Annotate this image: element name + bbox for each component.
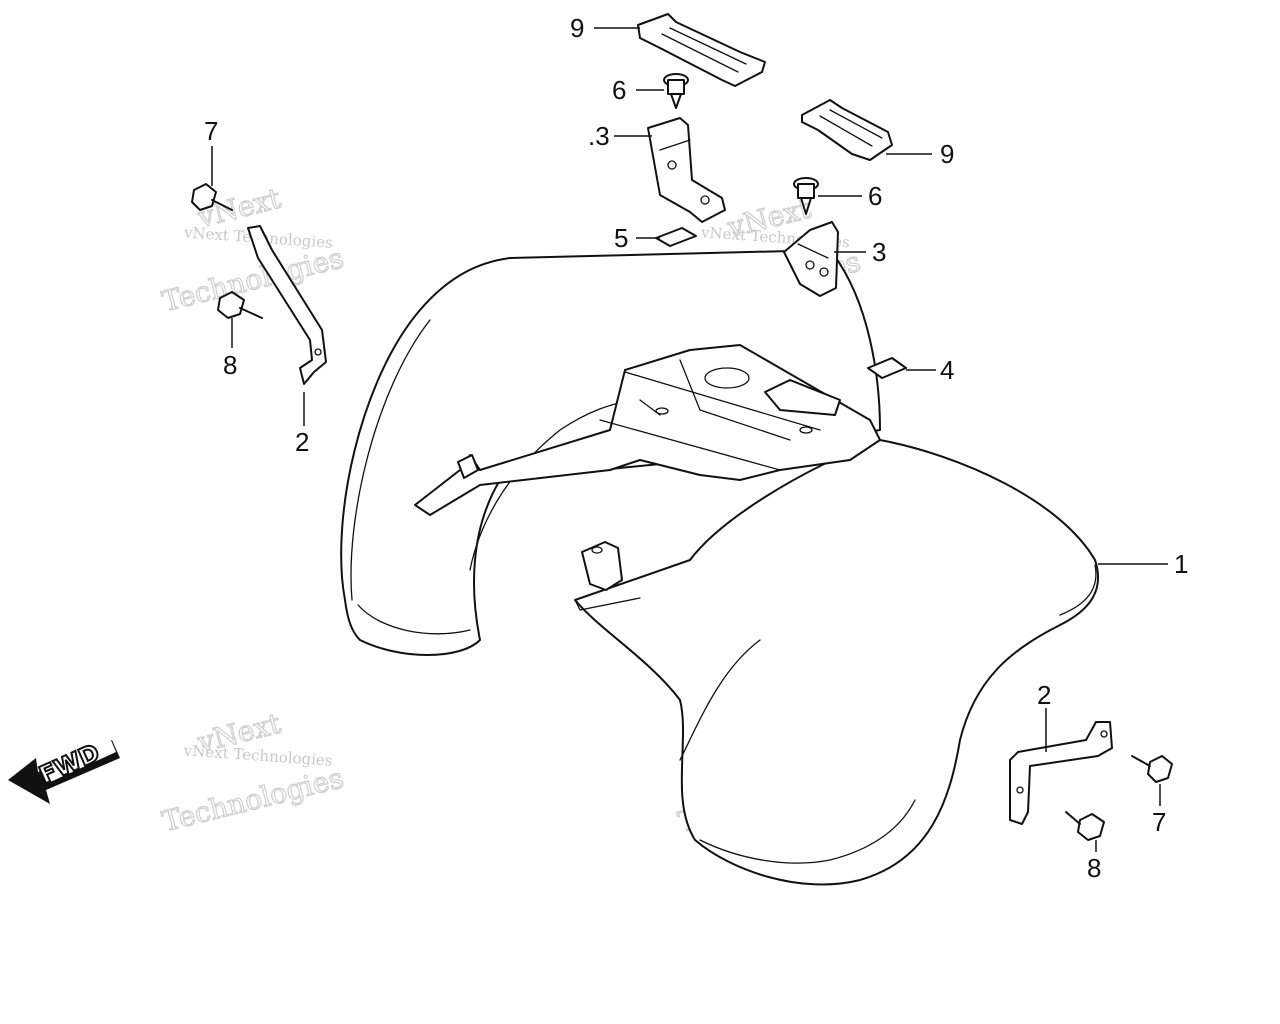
callout-8-right: 8 — [1087, 853, 1101, 883]
watermark-text: Technologies — [159, 761, 347, 838]
battery-bracket-right — [783, 221, 839, 297]
rubber-strap-right — [801, 99, 893, 161]
watermark-left-top: vNext Technologies vNext Technologies — [158, 181, 347, 319]
stay-2-right — [1009, 721, 1113, 825]
bolt-8-left — [217, 291, 263, 319]
rubber-pad-5 — [655, 227, 697, 247]
bolt-7-left — [191, 183, 233, 211]
watermark-left-bottom: vNext Technologies vNext Technologies — [158, 706, 347, 839]
rubber-pad-4 — [867, 357, 907, 379]
leader-lines — [211, 27, 1168, 852]
callout-9-right: 9 — [940, 139, 954, 169]
callout-2-left: 2 — [295, 427, 309, 457]
callout-labels: 9 6 .3 9 6 5 3 4 7 8 2 1 2 7 8 — [204, 13, 1188, 883]
collar-bolt-right — [793, 177, 819, 215]
battery-bracket-left — [647, 117, 726, 223]
watermark-text: vNext Technologies — [182, 741, 333, 769]
stay-2-left — [247, 225, 327, 385]
callout-7-left: 7 — [204, 116, 218, 146]
callout-8-left: 8 — [223, 350, 237, 380]
callout-2-right: 2 — [1037, 680, 1051, 710]
callout-9-top: 9 — [570, 13, 584, 43]
rubber-strap-top — [637, 13, 766, 87]
callout-3-right: 3 — [872, 237, 886, 267]
callout-6-right: 6 — [868, 181, 882, 211]
fwd-label: FWD — [35, 738, 104, 789]
rear-fender — [340, 249, 1100, 886]
bolt-7-right — [1131, 755, 1173, 783]
collar-bolt-top — [663, 73, 689, 109]
callout-1: 1 — [1174, 549, 1188, 579]
bolt-8-right — [1065, 811, 1105, 841]
callout-4: 4 — [940, 355, 954, 385]
callout-6-top: 6 — [612, 75, 626, 105]
callout-5: 5 — [614, 223, 628, 253]
fwd-arrow-icon: FWD — [8, 737, 120, 804]
watermark-text: Technologies — [159, 241, 347, 318]
callout-7-right: 7 — [1152, 807, 1166, 837]
callout-3-left: .3 — [588, 121, 610, 151]
